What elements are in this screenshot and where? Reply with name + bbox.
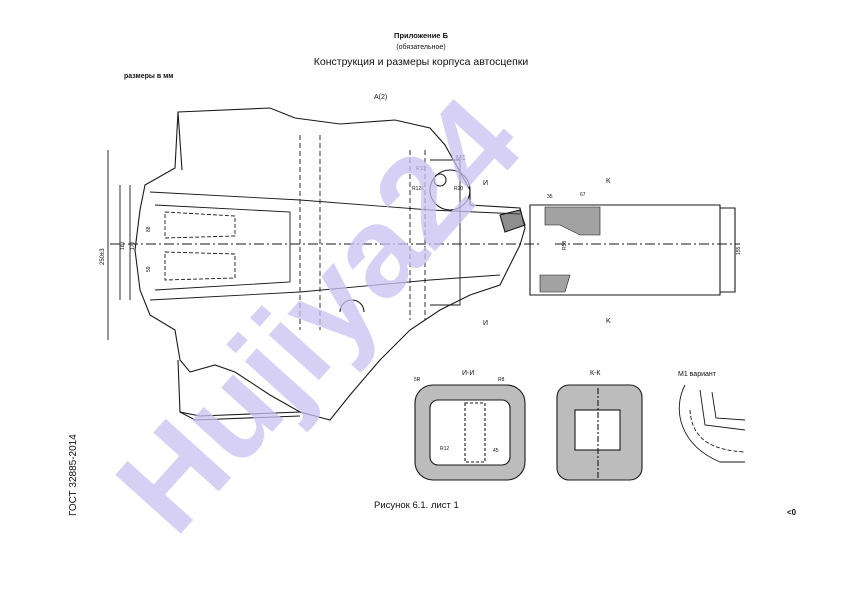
figure-caption: Рисунок 6.1. лист 1 (374, 500, 459, 511)
dim-c: 170 (130, 241, 136, 250)
dim-b: 180 (120, 241, 126, 250)
inner-channels (107, 135, 540, 340)
m1-variant-label: M1 вариант (678, 371, 717, 378)
dim-h: R20 (454, 186, 463, 192)
section-ii (414, 384, 526, 481)
head-knuckle (429, 169, 471, 211)
page-title: Конструкция и размеры корпуса автосцепки (313, 56, 529, 68)
annex-status: (обязательное) (396, 44, 446, 51)
dim-o: R8 (498, 377, 505, 383)
section-kk (556, 384, 643, 481)
m1-label: M1 (456, 155, 466, 162)
page-mark: <0 (787, 508, 797, 517)
dim-j: 67 (580, 192, 586, 198)
dim-l: 155 (736, 246, 742, 255)
annex-title: Приложение Б (394, 31, 448, 40)
dim-g: R10 (416, 166, 425, 172)
dim-k: R58 (562, 241, 568, 250)
dim-p: 5R (414, 377, 421, 383)
shank (499, 204, 740, 296)
dim-i: 35 (547, 194, 553, 200)
m1-variant-detail (678, 384, 746, 463)
k-top-label: K (606, 178, 611, 185)
dim-e: 59 (146, 266, 152, 272)
dim-n: 45 (493, 448, 499, 454)
view-a-label: A(2) (374, 94, 387, 101)
dim-f: R121 (412, 186, 424, 192)
section-ii-label: И-И (462, 370, 474, 377)
units-note: размеры в мм (124, 73, 174, 80)
k-bottom-label: K (606, 318, 611, 325)
pin-hole (339, 299, 365, 313)
dim-overall: 250±3 (100, 248, 106, 265)
dim-m: R12 (440, 446, 449, 452)
i-top-label: И (483, 180, 488, 187)
section-kk-label: К-К (590, 370, 601, 377)
coupler-body-outline (134, 107, 526, 421)
standard-code: ГОСТ 32885-2014 (68, 434, 79, 516)
i-bottom-label: И (483, 320, 488, 327)
dim-d: 88 (146, 226, 152, 232)
